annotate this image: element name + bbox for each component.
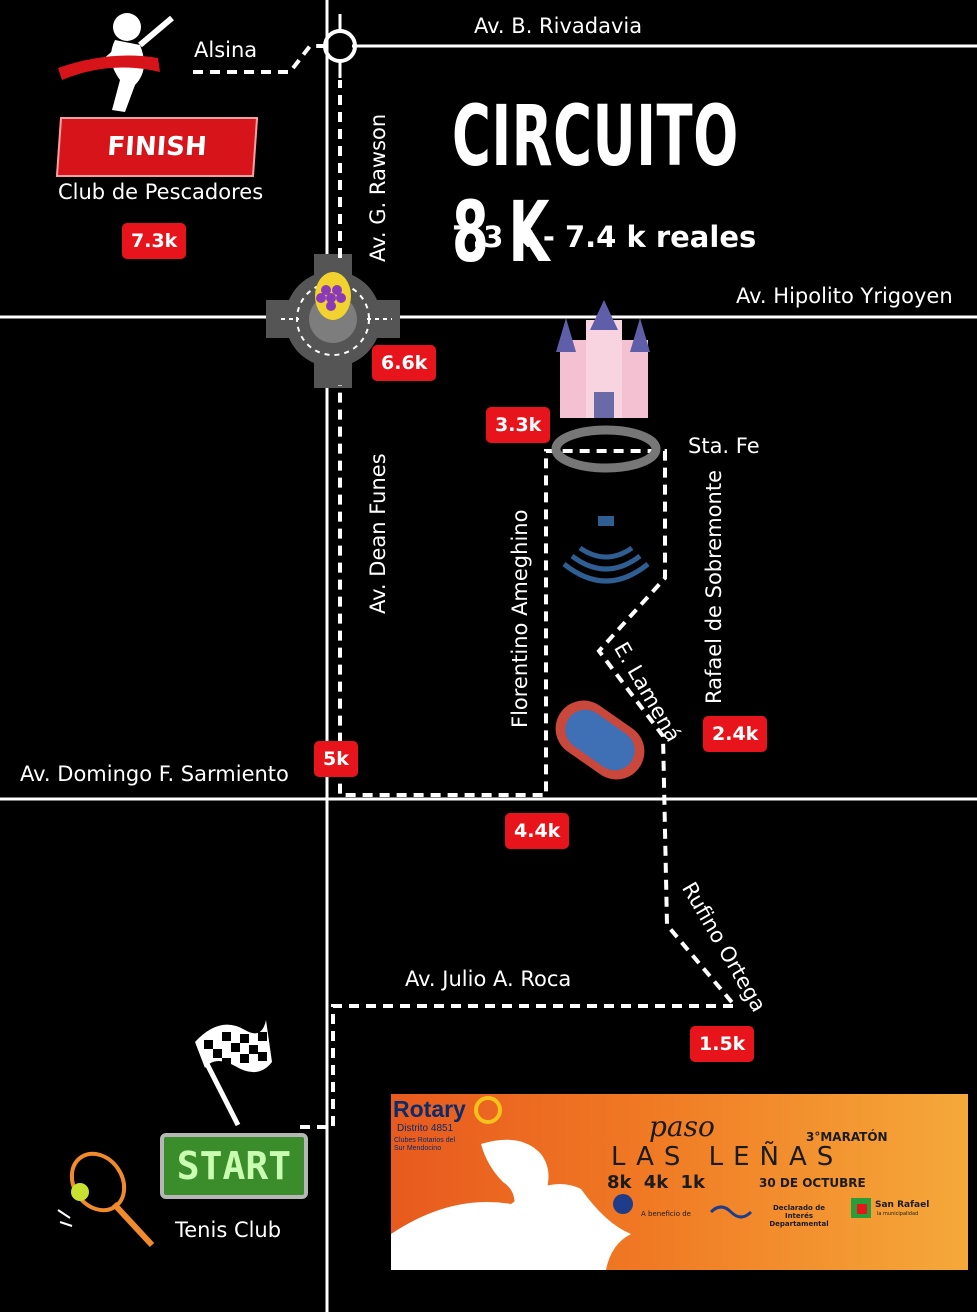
marker-3-3k: 3.3k [486,407,551,443]
roundabout-icon [266,254,400,388]
marker-5k: 5k [314,741,358,777]
banner-graphic [391,1096,871,1270]
page-title: CIRCUITO 8 K [452,87,739,281]
castle-icon [556,300,650,418]
sponsor-banner: Rotary Distrito 4851 Clubes Rotarios del… [391,1094,968,1270]
municipalidad-label: la municipalidad [877,1211,919,1217]
las-lenas-label: LAS LEÑAS [611,1142,844,1172]
street-label-dean-funes: Av. Dean Funes [366,453,390,614]
paso-label: paso [649,1110,715,1143]
street-label-sta-fe: Sta. Fe [688,434,760,458]
beneficio-label: A beneficio de [641,1210,691,1218]
street-label-rivadavia: Av. B. Rivadavia [474,14,643,38]
marker-4-4k: 4.4k [505,813,570,849]
marker-1-5k: 1.5k [690,1026,755,1062]
rotary-distrito: Distrito 4851 [397,1123,454,1134]
maraton-label: 3°MARATÓN [806,1130,888,1144]
finish-place-label: Club de Pescadores [58,180,264,204]
declarado-label: Declarado de Interés Departamental [769,1204,829,1228]
page-subtitle: 7.3 k - 7.4 k reales [452,220,757,254]
checkered-flag-icon [195,1020,272,1127]
rotary-clubes: Clubes Rotarios del Sur Mendocino [394,1137,456,1152]
rotary-label: Rotary [393,1096,466,1122]
tennis-icon [57,1151,155,1248]
street-label-rawson: Av. G. Rawson [366,113,390,262]
start-sign: START [160,1133,308,1199]
marker-2-4k: 2.4k [703,716,768,752]
marker-7-3k: 7.3k [122,223,187,259]
street-label-sobremonte: Rafael de Sobremonte [702,470,726,704]
san-rafael-label: San Rafael [875,1200,930,1210]
street-label-ameghino: Florentino Ameghino [508,509,532,728]
foundation-logo-icon [613,1194,633,1214]
start-place-label: Tenis Club [175,1218,282,1242]
runner-icon [58,13,174,112]
marker-6-6k: 6.6k [372,345,437,381]
rotary-wheel-icon [474,1096,502,1124]
fecha-label: 30 DE OCTUBRE [759,1176,866,1190]
signal-icon [562,516,650,584]
street-label-roca: Av. Julio A. Roca [405,967,572,991]
street-label-alsina: Alsina [194,38,258,62]
roundabout-loop-icon [551,425,661,473]
stadium-icon [555,700,645,780]
route-path [193,44,740,1129]
finish-banner: FINISH [55,117,259,177]
street-label-sarmiento: Av. Domingo F. Sarmiento [20,762,289,786]
conicet-logo-icon [709,1205,753,1219]
distancias-label: 8k 4k 1k [607,1172,706,1193]
street-label-yrigoyen: Av. Hipolito Yrigoyen [736,284,953,308]
roundabout-top-icon [323,14,357,78]
